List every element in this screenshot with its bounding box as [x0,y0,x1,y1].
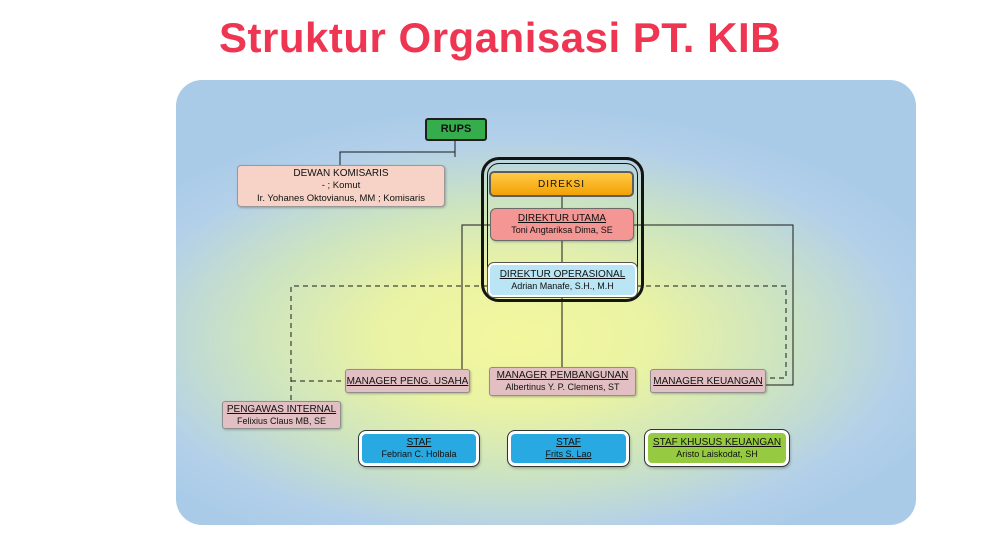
node-direksi: DIREKSI [489,171,634,197]
connector-lines [290,141,794,401]
dewan-komisaris-member: Ir. Yohanes Oktovianus, MM ; Komisaris [257,192,425,204]
dewan-komisaris-komut: - ; Komut [321,180,361,192]
node-manager-keuangan: MANAGER KEUANGAN [650,369,766,393]
manager-peng-usaha-title: MANAGER PENG. USAHA [346,375,469,387]
node-staf-pembangunan: STAF Frits S. Lao [507,430,630,467]
staf-pembangunan-title: STAF [556,437,581,449]
pengawas-internal-title: PENGAWAS INTERNAL [226,403,337,415]
rups-label: RUPS [440,123,472,136]
node-direktur-operasional: DIREKTUR OPERASIONAL Adrian Manafe, S.H.… [487,262,638,298]
node-dewan-komisaris: DEWAN KOMISARIS - ; Komut Ir. Yohanes Ok… [237,165,445,207]
manager-keuangan-title: MANAGER KEUANGAN [653,375,763,387]
solid-connectors [339,141,794,386]
manager-pembangunan-title: MANAGER PEMBANGUNAN [496,370,629,382]
manager-pembangunan-name: Albertinus Y. P. Clemens, ST [505,382,620,393]
direksi-label: DIREKSI [537,178,585,190]
node-staf-peng-usaha: STAF Febrian C. Holbala [358,430,480,467]
staf-pembangunan-name: Frits S. Lao [545,449,592,460]
dashed-connectors [290,285,787,401]
dewan-komisaris-title: DEWAN KOMISARIS [293,168,389,180]
staf-peng-usaha-name: Febrian C. Holbala [381,449,457,460]
node-manager-pembangunan: MANAGER PEMBANGUNAN Albertinus Y. P. Cle… [489,367,636,396]
direktur-operasional-title: DIREKTUR OPERASIONAL [499,268,626,280]
staf-peng-usaha-title: STAF [406,437,432,449]
org-chart-panel: RUPS DEWAN KOMISARIS - ; Komut Ir. Yohan… [176,80,916,525]
staf-khusus-keuangan-title: STAF KHUSUS KEUANGAN [652,436,782,448]
node-rups: RUPS [425,118,487,141]
node-staf-khusus-keuangan: STAF KHUSUS KEUANGAN Aristo Laiskodat, S… [644,429,790,467]
staf-khusus-keuangan-name: Aristo Laiskodat, SH [676,448,758,459]
node-manager-peng-usaha: MANAGER PENG. USAHA [345,369,470,393]
pengawas-internal-name: Felixius Claus MB, SE [236,415,327,426]
direktur-operasional-name: Adrian Manafe, S.H., M.H [511,280,614,291]
node-pengawas-internal: PENGAWAS INTERNAL Felixius Claus MB, SE [222,401,341,429]
node-direktur-utama: DIREKTUR UTAMA Toni Angtariksa Dima, SE [490,208,634,241]
direktur-utama-title: DIREKTUR UTAMA [517,213,607,225]
page-title: Struktur Organisasi PT. KIB [219,14,781,61]
direktur-utama-name: Toni Angtariksa Dima, SE [511,225,613,236]
